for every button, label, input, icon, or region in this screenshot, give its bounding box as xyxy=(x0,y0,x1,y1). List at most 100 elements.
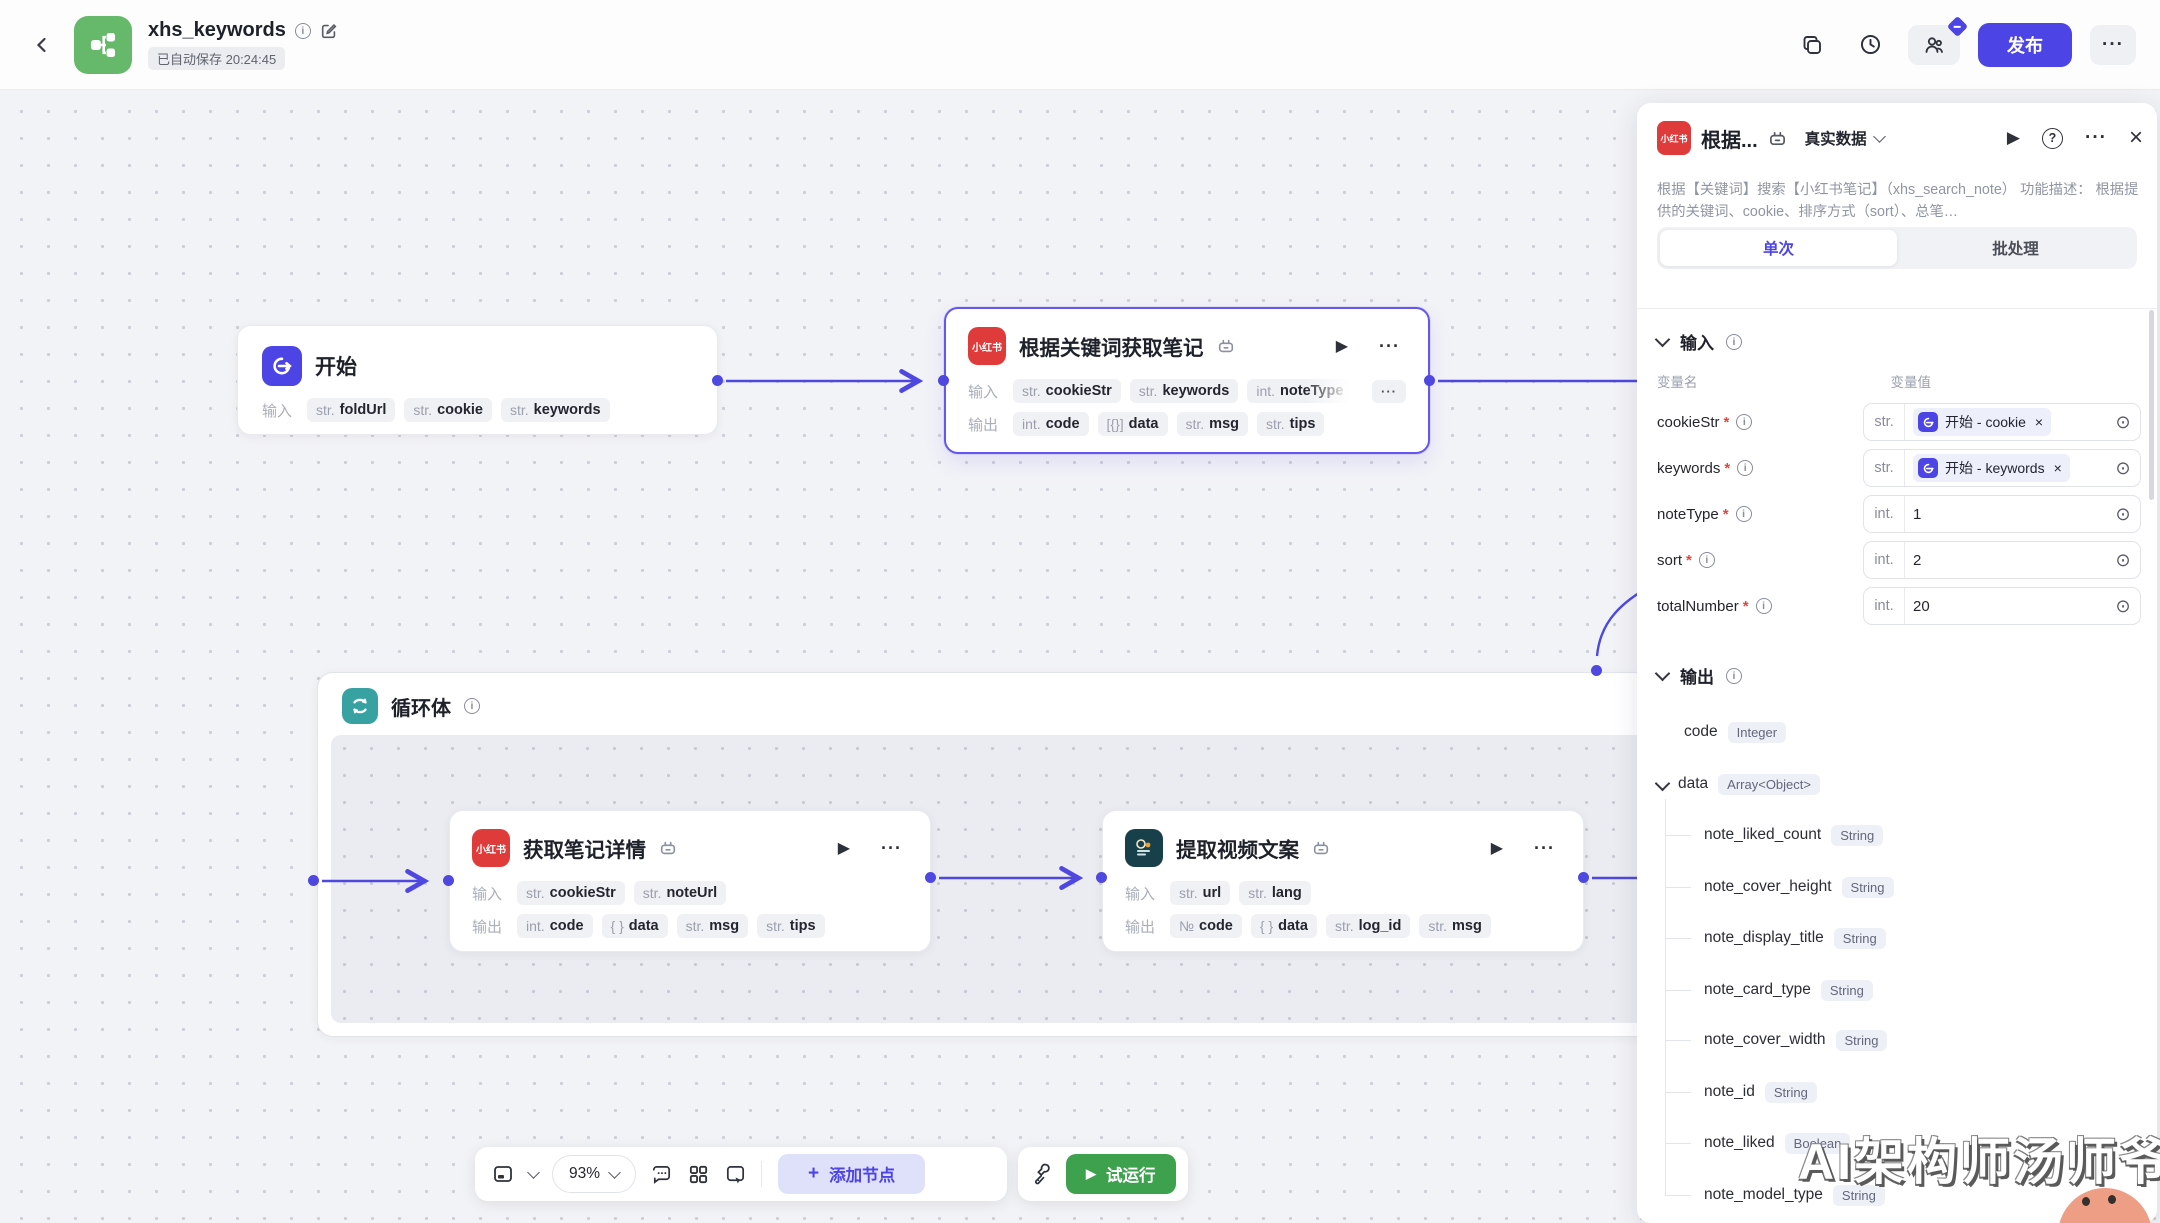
collaboration-button[interactable] xyxy=(1908,15,1969,65)
help-icon[interactable]: ? xyxy=(2042,127,2063,149)
minimap-toggle-button[interactable] xyxy=(491,1162,515,1186)
duplicate-icon[interactable] xyxy=(1792,25,1832,65)
param-tag: str.cookieStr xyxy=(517,881,625,905)
output-label: 输出 xyxy=(472,918,503,936)
panel-scrollbar[interactable] xyxy=(2149,310,2154,500)
remove-icon[interactable]: × xyxy=(2034,414,2044,430)
param-row: cookieStr*i str. 开始 - cookie × ⊙ xyxy=(1657,403,2141,441)
export-canvas-button[interactable] xyxy=(724,1163,747,1186)
output-label: 输出 xyxy=(1125,918,1156,936)
node-search-notes[interactable]: 小红书 根据关键词获取笔记 ▶ ··· 输入 str.cookieStr str… xyxy=(944,307,1430,454)
value-settings-icon[interactable]: ⊙ xyxy=(2115,457,2131,478)
auto-layout-button[interactable] xyxy=(687,1163,710,1186)
value-settings-icon[interactable]: ⊙ xyxy=(2115,503,2131,524)
info-icon[interactable]: i xyxy=(1735,506,1752,522)
param-column-headers: 变量名变量值 xyxy=(1657,375,1931,390)
value-settings-icon[interactable]: ⊙ xyxy=(2115,595,2131,616)
info-icon[interactable]: i xyxy=(294,22,311,39)
more-button[interactable]: ··· xyxy=(2090,24,2136,65)
param-tag: str.url xyxy=(1170,881,1231,905)
info-icon[interactable]: i xyxy=(1737,460,1754,476)
value-settings-icon[interactable]: ⊙ xyxy=(2115,549,2131,570)
connection-port[interactable] xyxy=(712,375,723,386)
back-button[interactable] xyxy=(24,27,60,63)
node-start[interactable]: 开始 输入 str.foldUrl str.cookie str.keyword… xyxy=(237,325,718,435)
param-tag: int.code xyxy=(1013,412,1089,436)
connection-port[interactable] xyxy=(925,872,936,883)
node-note-detail[interactable]: 小红书 获取笔记详情 ▶ ··· 输入 str.cookieStr str.no… xyxy=(449,810,931,952)
connection-port[interactable] xyxy=(938,375,949,386)
param-tag: str.msg xyxy=(1419,914,1491,938)
param-tag: str.foldUrl xyxy=(307,398,396,422)
tree-line xyxy=(1665,1040,1691,1041)
node-more-button[interactable]: ··· xyxy=(1373,335,1406,358)
chevron-down-icon xyxy=(1654,331,1671,348)
connection-port[interactable] xyxy=(1591,665,1602,676)
info-icon[interactable]: i xyxy=(464,698,480,714)
wrench-icon[interactable] xyxy=(1032,1163,1054,1185)
zoom-select[interactable]: 93% xyxy=(552,1155,636,1193)
value-field[interactable]: str. 开始 - keywords × ⊙ xyxy=(1863,449,2141,487)
panel-more-button[interactable]: ··· xyxy=(2085,127,2107,148)
run-node-button[interactable]: ▶ xyxy=(832,837,856,859)
info-icon[interactable]: i xyxy=(1755,598,1772,614)
publish-button[interactable]: 发布 xyxy=(1978,22,2072,67)
info-icon[interactable]: i xyxy=(1736,414,1753,430)
edit-icon[interactable] xyxy=(320,22,338,40)
plugin-icon xyxy=(1312,839,1330,857)
input-label: 输入 xyxy=(1125,885,1156,903)
tab-batch[interactable]: 批处理 xyxy=(1992,241,2039,258)
start-node-icon xyxy=(1918,412,1938,432)
close-icon[interactable]: × xyxy=(2128,124,2143,151)
tree-line xyxy=(1665,1143,1691,1144)
info-icon[interactable]: i xyxy=(1726,667,1742,684)
chevron-down-icon[interactable] xyxy=(527,1165,540,1179)
info-icon[interactable]: i xyxy=(1726,333,1742,350)
value-field[interactable]: int. 2 ⊙ xyxy=(1863,541,2141,579)
panel-title: 根据... xyxy=(1701,129,1758,152)
tab-single[interactable]: 单次 xyxy=(1660,230,1897,266)
variable-reference[interactable]: 开始 - cookie × xyxy=(1913,408,2052,436)
variable-reference[interactable]: 开始 - keywords × xyxy=(1913,454,2070,482)
param-tag: [{}]data xyxy=(1097,412,1168,436)
param-row: noteType*i int. 1 ⊙ xyxy=(1657,495,2141,533)
node-more-button[interactable]: ··· xyxy=(1528,837,1561,860)
add-node-button[interactable]: + 添加节点 xyxy=(778,1154,926,1194)
value-settings-icon[interactable]: ⊙ xyxy=(2115,411,2131,432)
connection-port[interactable] xyxy=(443,875,454,886)
node-title: 开始 xyxy=(315,356,357,379)
overflow-tags-button[interactable]: ··· xyxy=(1372,379,1406,403)
tree-line xyxy=(1665,887,1691,888)
data-mode-dropdown[interactable]: 真实数据 xyxy=(1805,127,1886,149)
tree-line xyxy=(1665,1092,1691,1093)
value-field[interactable]: int. 1 ⊙ xyxy=(1863,495,2141,533)
run-node-button[interactable]: ▶ xyxy=(1485,837,1509,859)
connection-port[interactable] xyxy=(1096,872,1107,883)
input-label: 输入 xyxy=(262,402,293,420)
connection-port[interactable] xyxy=(1578,872,1589,883)
run-node-button[interactable]: ▶ xyxy=(1330,335,1354,357)
output-section-header[interactable]: 输出 i xyxy=(1654,663,1742,688)
comment-button[interactable] xyxy=(650,1163,673,1186)
node-more-button[interactable]: ··· xyxy=(875,837,908,860)
chevron-down-icon xyxy=(608,1165,621,1179)
plugin-icon xyxy=(1768,129,1787,148)
info-icon[interactable]: i xyxy=(1698,552,1715,568)
tree-line xyxy=(1665,938,1691,939)
run-node-button[interactable]: ▶ xyxy=(2006,128,2020,147)
history-icon[interactable] xyxy=(1850,25,1890,65)
param-tag: str.log_id xyxy=(1325,914,1411,938)
test-run-button[interactable]: ▶ 试运行 xyxy=(1066,1154,1176,1194)
input-section-header[interactable]: 输入 i xyxy=(1654,329,1742,354)
remove-icon[interactable]: × xyxy=(2053,460,2062,476)
value-field[interactable]: str. 开始 - cookie × ⊙ xyxy=(1863,403,2141,441)
connection-port[interactable] xyxy=(308,875,319,886)
value-field[interactable]: int. 20 ⊙ xyxy=(1863,587,2141,625)
connection-port[interactable] xyxy=(1424,375,1435,386)
output-item[interactable]: data Array<Object> xyxy=(1654,769,1820,799)
